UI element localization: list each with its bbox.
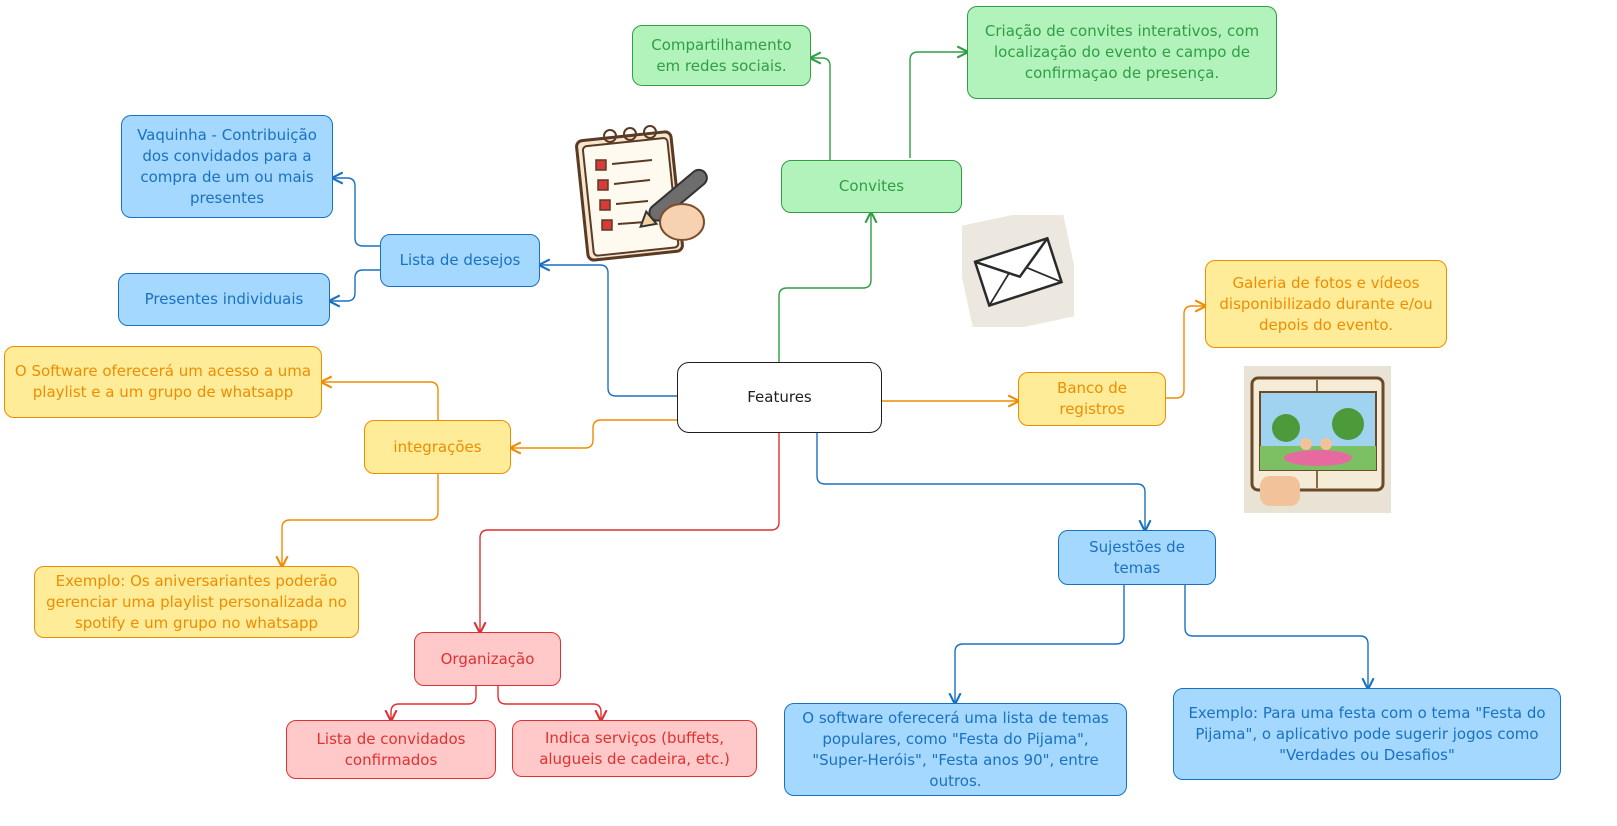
root-node[interactable]: Features bbox=[677, 362, 882, 433]
edge-temas-lista bbox=[955, 585, 1125, 703]
edge-organizacao-servicos bbox=[497, 686, 601, 720]
checklist-icon bbox=[575, 125, 708, 262]
node-servicos[interactable]: Indica serviços (buffets, alugueis de ca… bbox=[512, 720, 757, 777]
edge-root-convites bbox=[778, 213, 871, 362]
node-lista-desejos[interactable]: Lista de desejos bbox=[380, 234, 540, 287]
photo-album-icon bbox=[1244, 366, 1391, 513]
node-convidados[interactable]: Lista de convidados confirmados bbox=[286, 720, 496, 779]
node-integracoes-exemplo[interactable]: Exemplo: Os aniversariantes poderão gere… bbox=[34, 566, 359, 638]
edge-organizacao-convidados bbox=[391, 686, 477, 720]
node-temas-lista[interactable]: O software oferecerá uma lista de temas … bbox=[784, 703, 1127, 796]
node-convites[interactable]: Convites bbox=[781, 160, 962, 213]
edge-root-temas bbox=[816, 433, 1145, 530]
edge-root-integracoes bbox=[511, 419, 677, 448]
edge-banco-galeria bbox=[1166, 306, 1205, 399]
node-organizacao[interactable]: Organização bbox=[414, 632, 561, 686]
edge-integracoes-exemplo bbox=[282, 474, 439, 566]
edge-root-organizacao bbox=[480, 433, 780, 632]
node-banco-registros[interactable]: Banco de registros bbox=[1018, 372, 1166, 426]
node-temas-exemplo[interactable]: Exemplo: Para uma festa com o tema "Fest… bbox=[1173, 688, 1561, 780]
edge-integracoes-acesso bbox=[322, 382, 439, 420]
node-share-social[interactable]: Compartilhamento em redes sociais. bbox=[632, 25, 811, 86]
node-presentes[interactable]: Presentes individuais bbox=[118, 273, 330, 326]
edge-convites-share bbox=[811, 58, 831, 160]
edge-convites-interactive bbox=[909, 52, 967, 158]
node-galeria[interactable]: Galeria de fotos e vídeos disponibilizad… bbox=[1205, 260, 1447, 348]
node-sugestoes-temas[interactable]: Sujestões de temas bbox=[1058, 530, 1216, 585]
envelope-icon bbox=[962, 215, 1074, 327]
node-integracoes-acesso[interactable]: O Software oferecerá um acesso a uma pla… bbox=[4, 346, 322, 418]
node-integracoes[interactable]: integrações bbox=[364, 420, 511, 474]
edge-root-lista bbox=[540, 265, 677, 397]
edge-lista-presentes bbox=[330, 269, 380, 301]
edge-temas-exemplo bbox=[1184, 585, 1368, 688]
node-vaquinha[interactable]: Vaquinha - Contribuição dos convidados p… bbox=[121, 115, 333, 218]
node-interactive-invites[interactable]: Criação de convites interativos, com loc… bbox=[967, 6, 1277, 99]
edge-lista-vaquinha bbox=[333, 178, 380, 247]
